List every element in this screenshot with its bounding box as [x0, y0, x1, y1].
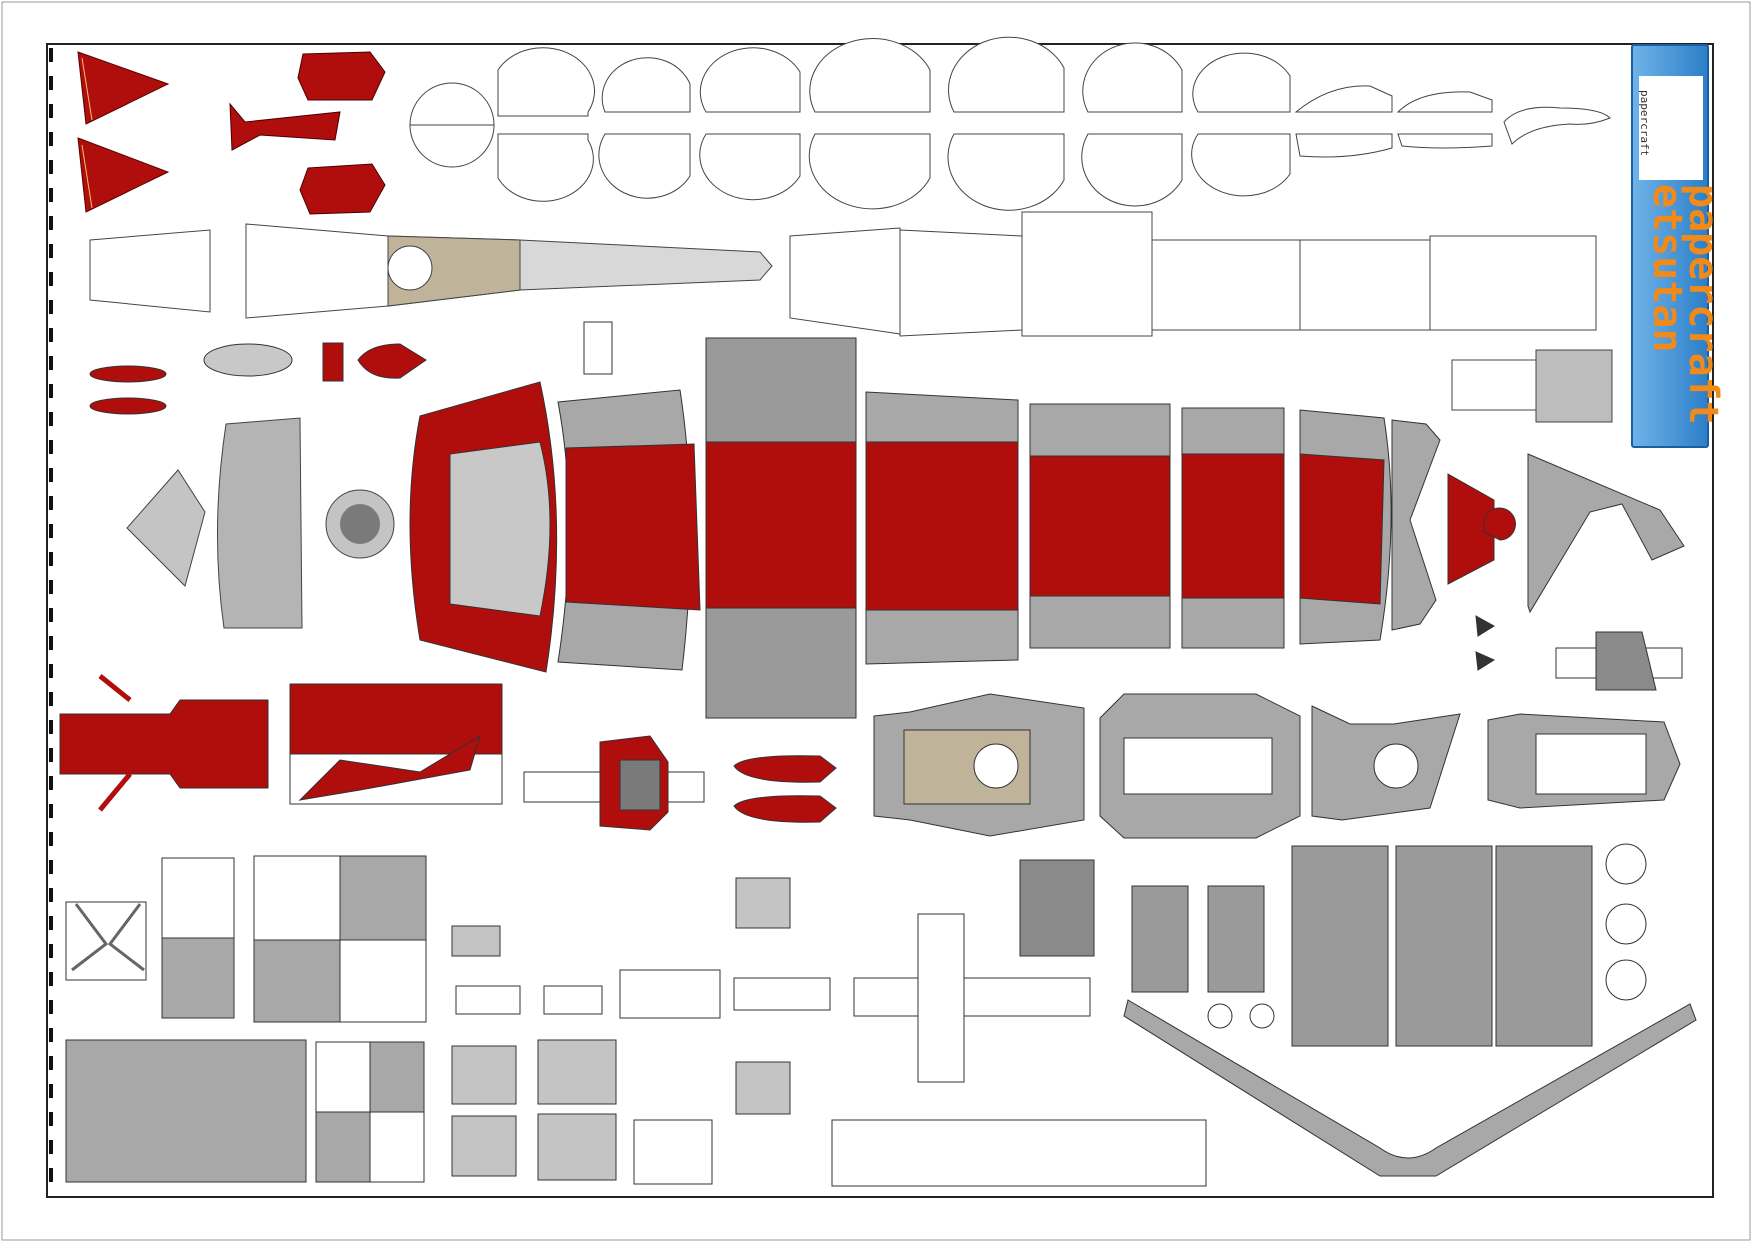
registration-tick — [49, 468, 53, 482]
registration-tick — [49, 888, 53, 902]
main-hull-panels — [409, 337, 1685, 719]
registration-tick — [49, 580, 53, 594]
registration-tick — [49, 944, 53, 958]
registration-marks — [49, 48, 53, 1182]
lower-hull-row — [59, 674, 1681, 839]
registration-tick — [49, 328, 53, 342]
registration-tick — [49, 804, 53, 818]
registration-tick — [49, 1140, 53, 1154]
upper-hull-strip — [89, 211, 1597, 337]
fan-piece — [126, 469, 206, 587]
side-bits — [1475, 615, 1683, 691]
registration-tick — [49, 860, 53, 874]
small-pods — [89, 321, 613, 415]
registration-tick — [49, 300, 53, 314]
registration-tick — [49, 244, 53, 258]
registration-tick — [49, 104, 53, 118]
brand-title-line-1: papercraft — [1680, 184, 1726, 425]
registration-tick — [49, 832, 53, 846]
brand-small-text: papercraft — [1638, 90, 1651, 157]
v-keel-piece — [1123, 999, 1697, 1177]
registration-tick — [49, 748, 53, 762]
registration-tick — [49, 356, 53, 370]
registration-tick — [49, 720, 53, 734]
registration-tick — [49, 48, 53, 62]
registration-tick — [49, 972, 53, 986]
registration-tick — [49, 132, 53, 146]
rabbit-logo-icon — [1639, 76, 1703, 180]
circle-5 — [1249, 1003, 1275, 1029]
registration-tick — [49, 440, 53, 454]
registration-tick — [49, 1112, 53, 1126]
registration-tick — [49, 1000, 53, 1014]
registration-tick — [49, 552, 53, 566]
registration-tick — [49, 1056, 53, 1070]
disc-center — [340, 504, 380, 544]
registration-tick — [49, 272, 53, 286]
stand-base-gray — [1535, 349, 1613, 423]
curved-side-panel — [216, 417, 303, 629]
registration-tick — [49, 1084, 53, 1098]
registration-tick — [49, 496, 53, 510]
wing-templates — [65, 855, 427, 1183]
circle-1 — [1605, 843, 1647, 885]
red-cone-top — [77, 51, 170, 213]
circle-2 — [1605, 903, 1647, 945]
registration-tick — [49, 524, 53, 538]
turret-parts — [1131, 845, 1593, 1047]
registration-tick — [49, 692, 53, 706]
circle-3 — [1605, 959, 1647, 1001]
registration-tick — [49, 216, 53, 230]
registration-tick — [49, 188, 53, 202]
registration-tick — [49, 160, 53, 174]
red-hull-piece-1 — [229, 51, 386, 215]
registration-tick — [49, 776, 53, 790]
registration-tick — [49, 916, 53, 930]
registration-tick — [49, 412, 53, 426]
registration-tick — [49, 608, 53, 622]
brand-title-line-2: etsutan — [1644, 184, 1690, 353]
formers-row — [409, 36, 1611, 211]
registration-tick — [49, 636, 53, 650]
registration-tick — [49, 384, 53, 398]
registration-tick — [49, 664, 53, 678]
registration-tick — [49, 1028, 53, 1042]
registration-tick — [49, 1168, 53, 1182]
registration-tick — [49, 76, 53, 90]
mechanism-parts — [451, 859, 1207, 1187]
circle-4 — [1207, 1003, 1233, 1029]
